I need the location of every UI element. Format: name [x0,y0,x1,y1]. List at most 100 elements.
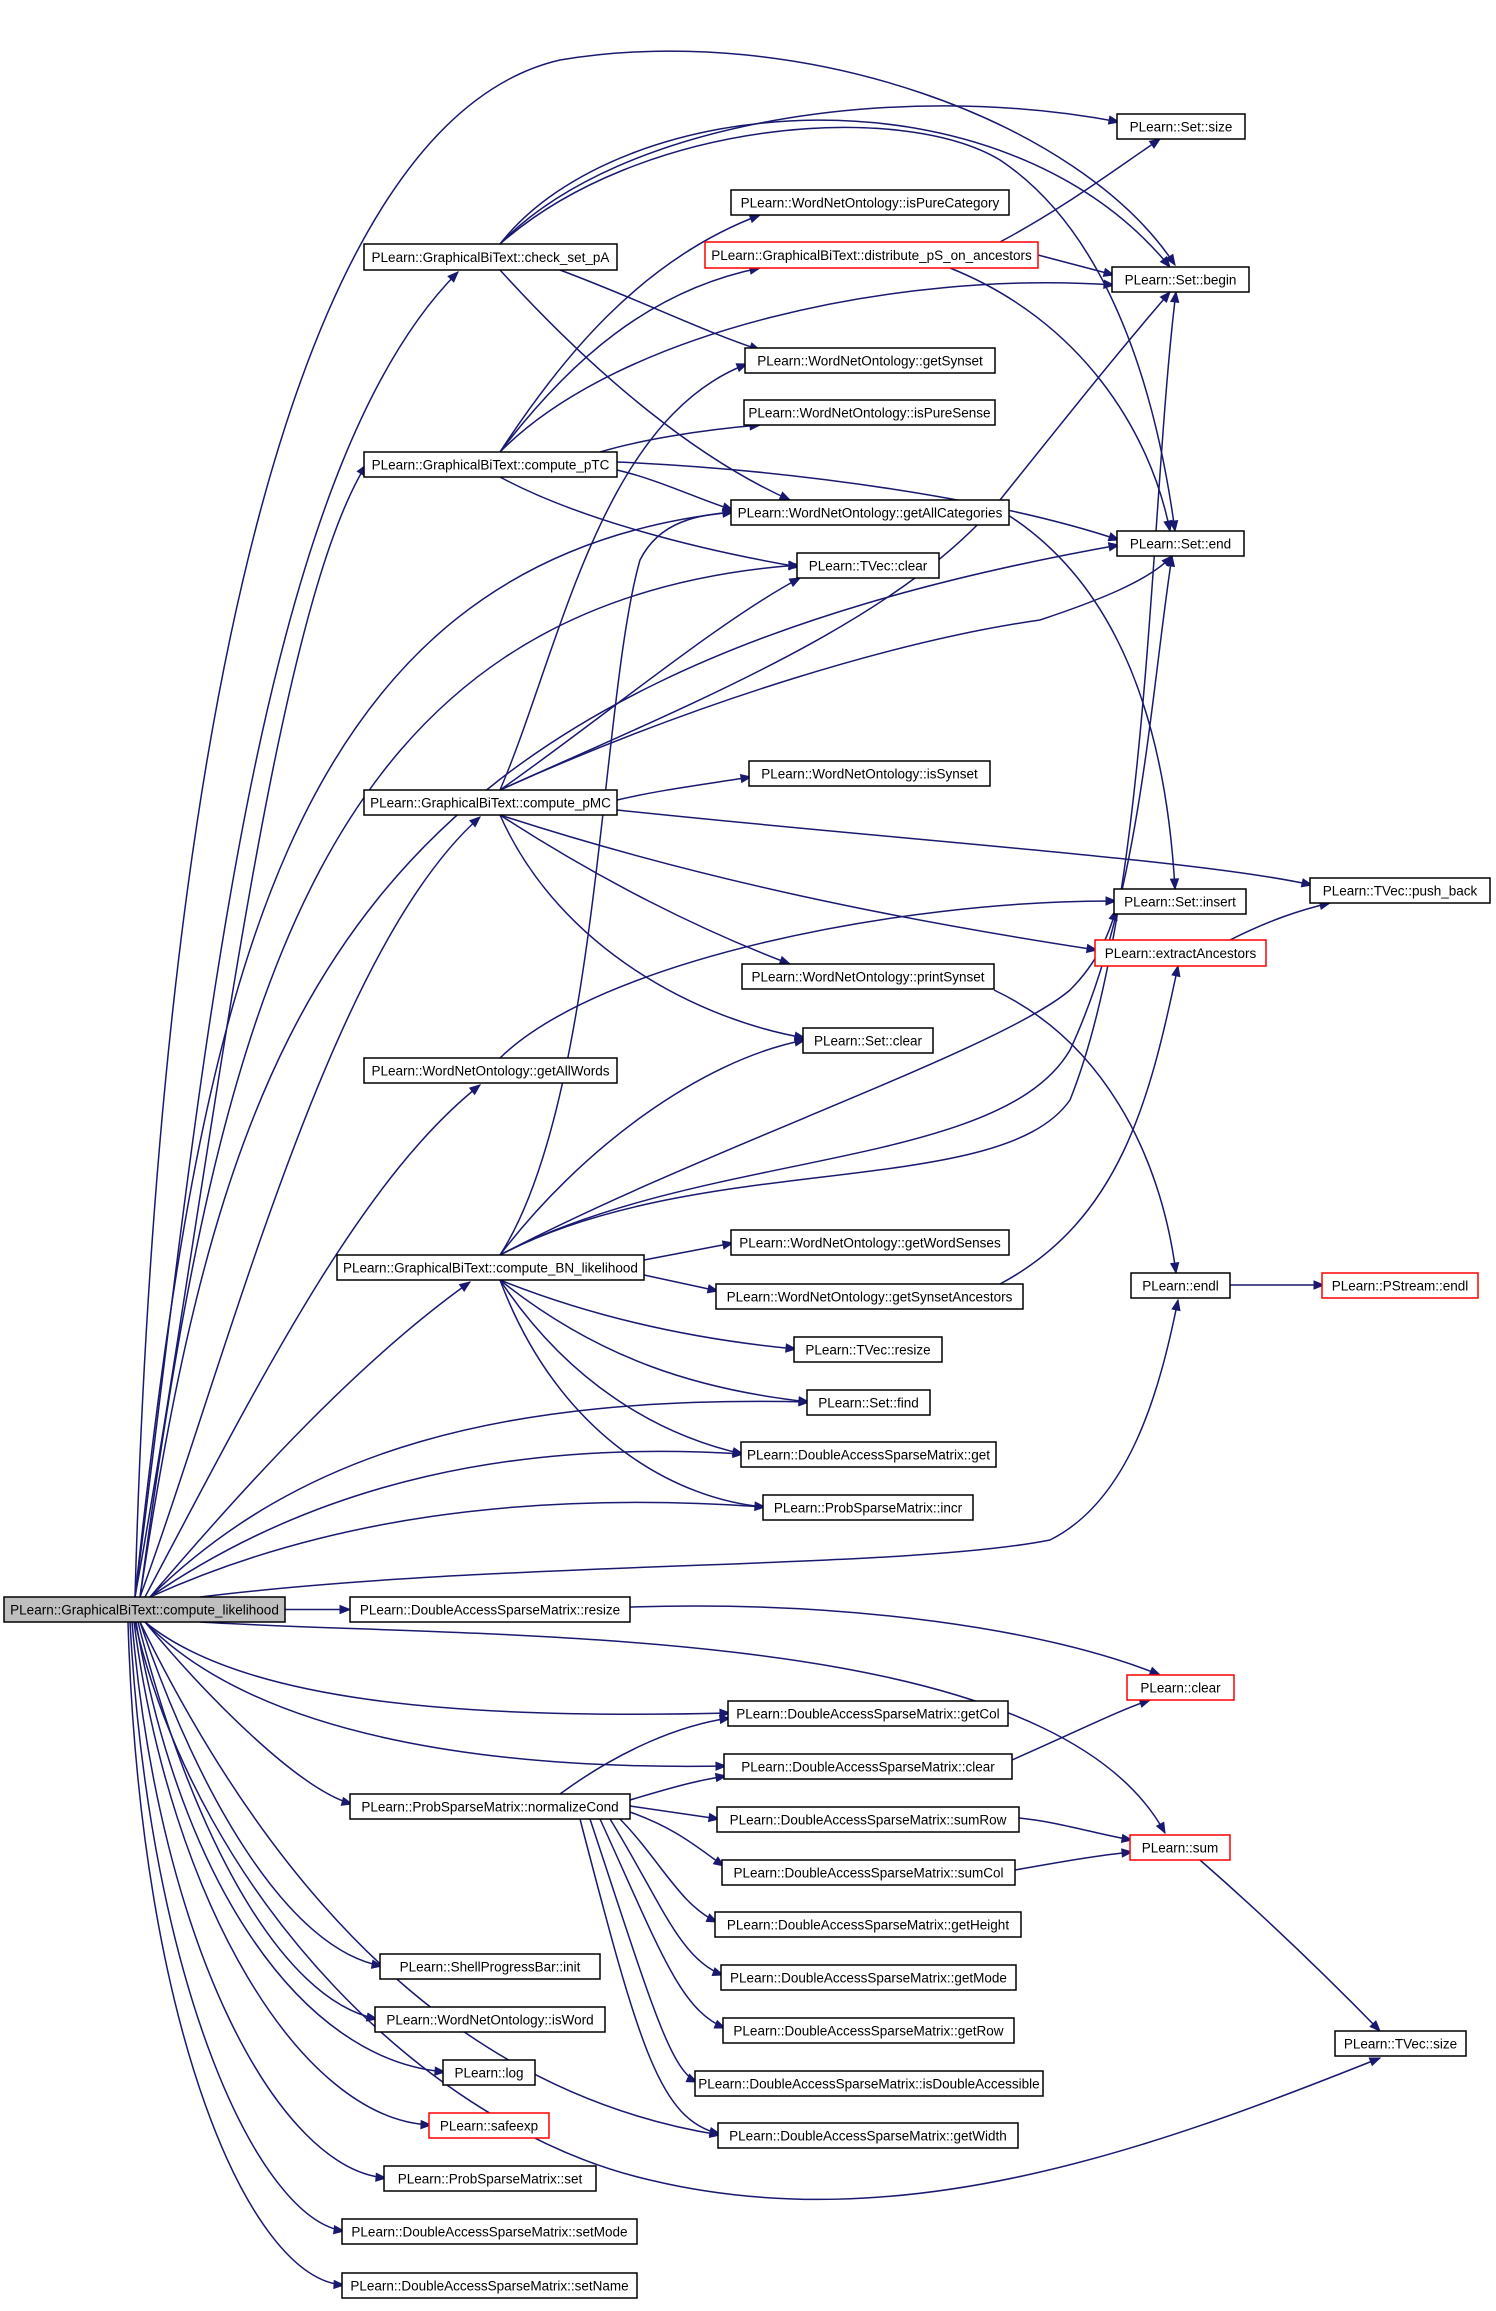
edge-root-to-safeexp [133,1621,433,2130]
node-box [1321,1272,1479,1299]
arrowhead [333,2279,346,2290]
node-getWidth[interactable]: PLearn::DoubleAccessSparseMatrix::getWid… [717,2122,1019,2149]
arrowhead [1171,1298,1181,1312]
node-spbInit[interactable]: PLearn::ShellProgressBar::init [379,1953,601,1980]
node-getCol[interactable]: PLearn::DoubleAccessSparseMatrix::getCol [727,1700,1009,1727]
node-tvecResize[interactable]: PLearn::TVec::resize [793,1336,943,1363]
arrowhead [788,577,802,588]
node-computeBN[interactable]: PLearn::GraphicalBiText::compute_BN_like… [336,1254,645,1281]
node-box [428,2112,550,2139]
node-box [1113,888,1247,915]
node-setMode[interactable]: PLearn::DoubleAccessSparseMatrix::setMod… [341,2218,638,2245]
node-isPureCategory[interactable]: PLearn::WordNetOntology::isPureCategory [730,189,1010,216]
node-dasmGet[interactable]: PLearn::DoubleAccessSparseMatrix::get [740,1441,997,1468]
node-sumCol[interactable]: PLearn::DoubleAccessSparseMatrix::sumCol [721,1859,1016,1886]
node-setSize[interactable]: PLearn::Set::size [1116,113,1246,140]
arrowhead [1369,2020,1381,2032]
node-computePTC[interactable]: PLearn::GraphicalBiText::compute_pTC [363,451,618,478]
node-setFind[interactable]: PLearn::Set::find [806,1389,931,1416]
node-tvecSize[interactable]: PLearn::TVec::size [1334,2030,1467,2057]
node-getHeight[interactable]: PLearn::DoubleAccessSparseMatrix::getHei… [714,1911,1022,1938]
edge-computePMC-to-isSynset [616,773,753,801]
node-setInsert[interactable]: PLearn::Set::insert [1113,888,1247,915]
node-box [796,552,940,579]
node-box [722,2017,1015,2044]
function-nodes: PLearn::GraphicalBiText::compute_likelih… [3,113,1491,2299]
edge-computePMC-to-setClear [499,814,807,1041]
edge-computePMC-to-pushBack [616,809,1314,888]
arrowhead [778,955,792,965]
node-log[interactable]: PLearn::log [442,2059,536,2086]
edge-computeBN-to-getAllCategories [499,508,735,1256]
node-isWord[interactable]: PLearn::WordNetOntology::isWord [374,2006,606,2033]
node-label: PLearn::GraphicalBiText::compute_likelih… [10,1603,279,1618]
node-root[interactable]: PLearn::GraphicalBiText::compute_likelih… [3,1596,286,1623]
node-dasmClear[interactable]: PLearn::DoubleAccessSparseMatrix::clear [723,1753,1013,1780]
edge-computePTC-to-setBegin [499,279,1116,453]
node-endl[interactable]: PLearn::endl [1130,1272,1231,1299]
node-getWordSenses[interactable]: PLearn::WordNetOntology::getWordSenses [730,1229,1010,1256]
arrowhead [1163,519,1173,533]
node-setEnd[interactable]: PLearn::Set::end [1116,530,1245,557]
node-checkSetPA[interactable]: PLearn::GraphicalBiText::check_set_pA [363,243,618,271]
edge-computePTC-to-isPureSense [599,421,762,453]
node-setName[interactable]: PLearn::DoubleAccessSparseMatrix::setNam… [341,2272,638,2299]
node-psmSet[interactable]: PLearn::ProbSparseMatrix::set [383,2165,597,2192]
node-extractAncestors[interactable]: PLearn::extractAncestors [1094,939,1267,967]
node-clear[interactable]: PLearn::clear [1126,1674,1235,1701]
node-sum[interactable]: PLearn::sum [1129,1834,1231,1861]
node-safeexp[interactable]: PLearn::safeexp [428,2112,550,2139]
node-isDoubleAccessible[interactable]: PLearn::DoubleAccessSparseMatrix::isDoub… [694,2070,1044,2097]
node-label: PLearn::WordNetOntology::isPureCategory [741,196,1000,211]
node-printSynset[interactable]: PLearn::WordNetOntology::printSynset [741,963,995,990]
edge-sumCol-to-sum [1014,1848,1134,1871]
edge-getAllCategories-to-setInsert [999,509,1180,891]
node-box [743,399,996,426]
node-getAllWords[interactable]: PLearn::WordNetOntology::getAllWords [363,1057,618,1084]
node-isSynset[interactable]: PLearn::WordNetOntology::isSynset [748,760,991,787]
edge-root-to-computeBN [149,1281,472,1598]
node-label: PLearn::GraphicalBiText::check_set_pA [372,250,610,265]
node-dasmResize[interactable]: PLearn::DoubleAccessSparseMatrix::resize [349,1596,631,1623]
arrowhead [1169,290,1180,304]
edge-root-to-dasmClear [144,1621,728,1771]
edge-root-to-getWidth [139,1621,722,2139]
node-psmIncr[interactable]: PLearn::ProbSparseMatrix::incr [762,1494,974,1521]
node-distributePS[interactable]: PLearn::GraphicalBiText::distribute_pS_o… [704,241,1039,269]
arrowhead [1313,1280,1326,1290]
node-getRow[interactable]: PLearn::DoubleAccessSparseMatrix::getRow [722,2017,1015,2044]
node-box [730,1229,1010,1256]
node-label: PLearn::DoubleAccessSparseMatrix::clear [741,1760,995,1775]
node-box [730,499,1010,526]
node-getSynset[interactable]: PLearn::WordNetOntology::getSynset [744,347,996,374]
arrowhead [420,2119,433,2130]
node-label: PLearn::ProbSparseMatrix::incr [774,1501,963,1516]
node-setClear[interactable]: PLearn::Set::clear [802,1027,934,1054]
node-getSynsetAncestors[interactable]: PLearn::WordNetOntology::getSynsetAncest… [715,1283,1024,1310]
node-sumRow[interactable]: PLearn::DoubleAccessSparseMatrix::sumRow [716,1806,1020,1833]
node-box [723,1753,1013,1780]
node-isPureSense[interactable]: PLearn::WordNetOntology::isPureSense [743,399,996,426]
node-normalizeCond[interactable]: PLearn::ProbSparseMatrix::normalizeCond [349,1793,631,1820]
node-getAllCategories[interactable]: PLearn::WordNetOntology::getAllCategorie… [730,499,1010,526]
arrowhead [722,508,735,518]
edge-root-to-psmSet [131,1621,388,2182]
edge-root-to-checkSetPA [134,271,459,1598]
node-computePMC[interactable]: PLearn::GraphicalBiText::compute_pMC [363,789,618,816]
edge-computeBN-to-setFind [499,1279,811,1406]
edge-checkSetPA-to-setSize [499,105,1121,245]
node-box [744,347,996,374]
node-setBegin[interactable]: PLearn::Set::begin [1111,266,1250,293]
node-pushBack[interactable]: PLearn::TVec::push_back [1309,877,1491,904]
edge-computePMC-to-setEnd [499,555,1173,791]
arrowhead [1121,1848,1134,1858]
arrowhead [375,2172,388,2182]
node-getMode[interactable]: PLearn::DoubleAccessSparseMatrix::getMod… [720,1964,1017,1991]
node-pstreamEndl[interactable]: PLearn::PStream::endl [1321,1272,1479,1299]
node-box [1126,1674,1235,1701]
node-tvecClear[interactable]: PLearn::TVec::clear [796,552,940,579]
arrowhead [1103,279,1116,289]
edge-computeBN-to-setBegin [499,290,1180,1256]
node-label: PLearn::TVec::size [1344,2037,1457,2052]
node-label: PLearn::DoubleAccessSparseMatrix::get [747,1448,990,1463]
